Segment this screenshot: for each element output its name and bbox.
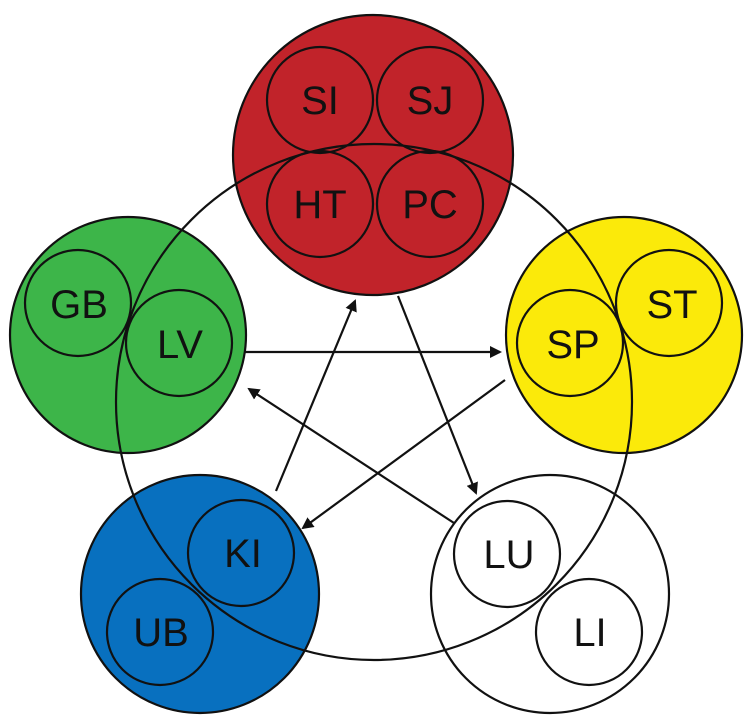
organ-label-lu: LU (483, 533, 534, 577)
organ-circle-lv (124, 288, 234, 398)
organ-circle-st (614, 248, 724, 358)
metal-element-circle (429, 473, 671, 715)
organ-label-ki: KI (224, 532, 262, 576)
organ-circle-lu (452, 499, 562, 609)
arrow-metal-to-wood (247, 387, 455, 524)
organ-circle-si (265, 45, 375, 155)
organ-label-st: ST (646, 283, 697, 327)
organ-circle-ub (105, 577, 215, 687)
water-element-circle (79, 473, 321, 715)
arrow-fire-to-metal (396, 295, 478, 495)
generating-cycle-ring (114, 142, 634, 662)
organ-circle-sj (375, 45, 485, 155)
organ-circle-ki (186, 498, 296, 608)
organ-circle-ht (265, 149, 375, 259)
organ-circle-li (534, 577, 644, 687)
organ-label-ub: UB (133, 611, 189, 655)
arrow-earth-to-water (301, 379, 506, 530)
organ-label-gb: GB (50, 283, 108, 327)
organ-label-li: LI (573, 611, 606, 655)
organ-label-pc: PC (402, 183, 458, 227)
organ-label-sp: SP (546, 323, 599, 367)
organ-label-lv: LV (157, 323, 203, 367)
organ-label-sj: SJ (407, 79, 454, 123)
organ-label-ht: HT (293, 183, 346, 227)
arrow-water-to-fire (274, 299, 357, 492)
organ-circle-pc (375, 149, 485, 259)
wood-element-circle (8, 215, 248, 455)
fire-element-circle (231, 13, 515, 297)
organ-circle-sp (515, 288, 625, 398)
organ-label-si: SI (301, 79, 339, 123)
organ-circle-gb (23, 248, 133, 358)
